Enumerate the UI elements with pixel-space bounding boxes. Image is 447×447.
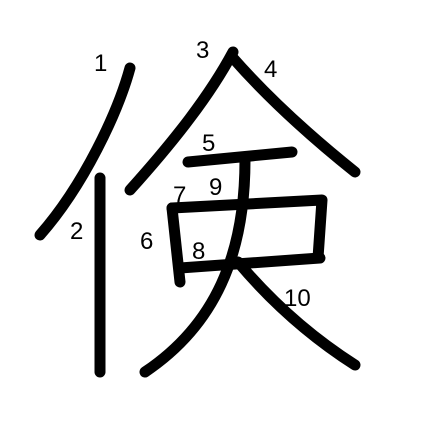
stroke-number-9: 9 xyxy=(209,174,222,201)
stroke-10-path xyxy=(232,256,361,371)
character-strokes xyxy=(34,46,361,378)
stroke-1-path xyxy=(34,62,136,241)
stroke-number-1: 1 xyxy=(94,50,107,77)
stroke-3-path xyxy=(124,46,239,196)
stroke-number-8: 8 xyxy=(192,238,205,265)
stroke-9-path xyxy=(139,154,251,378)
stroke-4-path xyxy=(227,52,361,178)
stroke-number-2: 2 xyxy=(70,218,83,245)
stroke-number-3: 3 xyxy=(196,37,209,64)
stroke-7-path xyxy=(166,194,328,264)
stroke-number-5: 5 xyxy=(202,130,215,157)
stroke-8-path xyxy=(174,252,326,274)
stroke-number-7: 7 xyxy=(173,182,186,209)
stroke-numbers: 1 2 3 4 5 6 7 8 9 10 xyxy=(70,37,311,312)
stroke-number-4: 4 xyxy=(264,56,277,83)
stroke-number-10: 10 xyxy=(284,285,311,312)
stroke-5-path xyxy=(182,146,298,168)
stroke-number-6: 6 xyxy=(140,228,153,255)
